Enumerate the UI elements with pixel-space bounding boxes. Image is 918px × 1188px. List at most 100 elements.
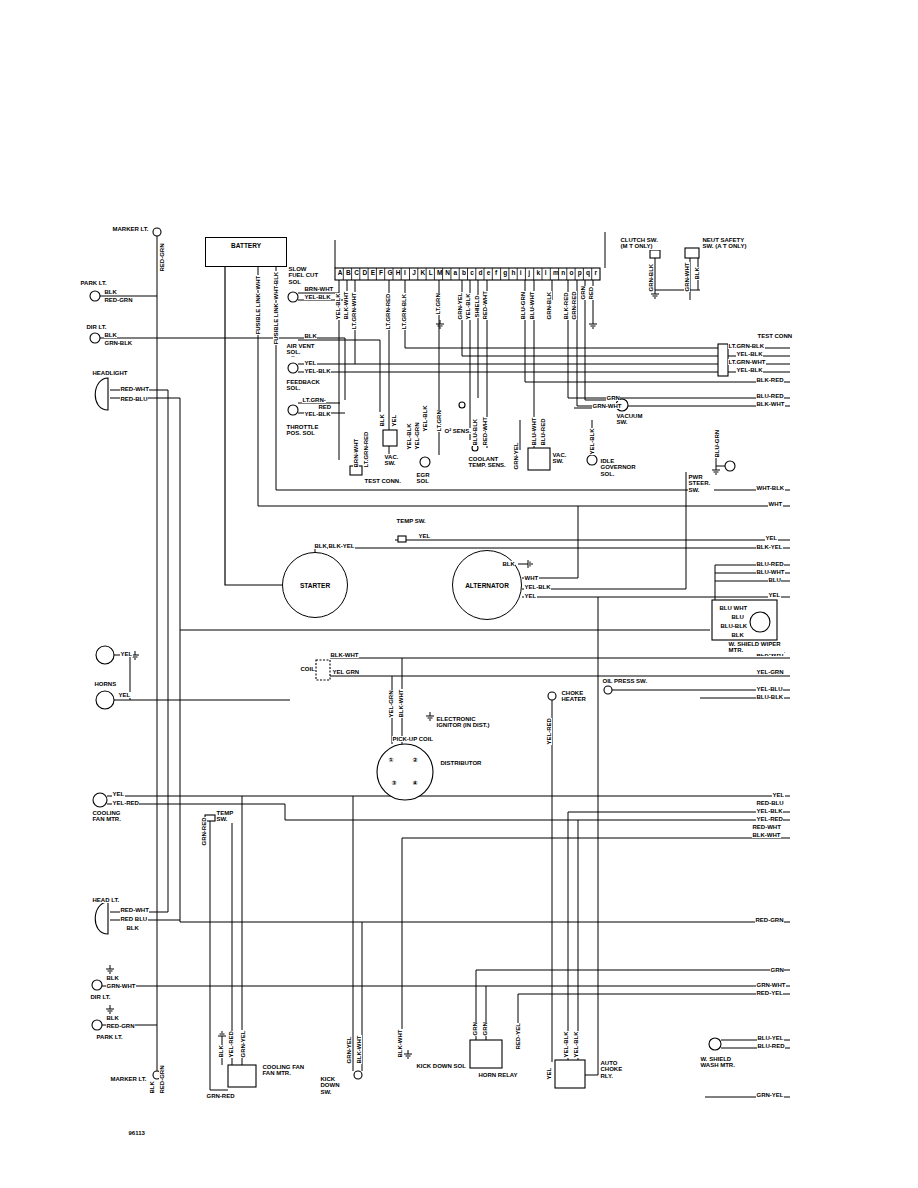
wire-color-label: GRN-WHT — [592, 403, 622, 409]
pin-letter: C — [354, 270, 360, 277]
wire-color-label: PICK-UP COIL — [392, 736, 434, 742]
wire-color-label: RED-WHT — [482, 291, 488, 320]
pin-letter: g — [503, 270, 508, 277]
wire-color-label: BLK — [314, 543, 327, 549]
wire-color-label: BLU-WHT — [529, 291, 535, 320]
wire-color-label: GRN — [482, 1022, 488, 1036]
wire-color-label: RED-GRN — [106, 1023, 135, 1029]
wire-color-label: RED-GRN — [104, 297, 133, 303]
pin-letter: N — [445, 270, 451, 277]
wire-color-label: BLU-BLK — [720, 623, 748, 629]
component-label: KICK DOWN SW. — [320, 1076, 349, 1095]
wire-color-label: YEL GRN — [332, 669, 360, 675]
wire-color-label: BLK — [731, 632, 744, 638]
wire-color-label: BLU — [768, 577, 781, 583]
wire-color-label: RED-GRN — [159, 243, 165, 272]
wire-color-label: YEL-GRN — [414, 422, 420, 450]
component-label: AUTO CHOKE RLY. — [600, 1060, 631, 1079]
pin-letter: H — [395, 270, 401, 277]
wire-color-label: GRN-YEL — [240, 1030, 246, 1058]
wire-color-label: RED-GRN — [755, 917, 784, 923]
component-name: BATTERY — [231, 242, 261, 249]
wire-color-label: RED-YEL — [515, 1023, 521, 1050]
wire-color-label: GRN — [770, 967, 784, 973]
component-label: FEEDBACK SOL. — [286, 379, 322, 392]
pin-letter: A — [337, 270, 343, 277]
wire-color-label: KICK DOWN SOL — [416, 1063, 466, 1069]
wire-color-label: BLK-YEL — [756, 544, 783, 550]
wire-color-label: RED-BLU — [120, 396, 148, 402]
wire-color-label: 96113 — [128, 1130, 145, 1136]
wire-color-label: YEL-BLK — [589, 428, 595, 455]
wire-color-label: COIL — [300, 666, 315, 672]
wire-color-label: BLU-BLK — [472, 418, 478, 446]
component-label: AIR VENT SOL. — [286, 343, 327, 356]
ground-symbols — [106, 290, 720, 1058]
wire-color-label: YEL-BLK — [422, 405, 428, 432]
wire-color-label: BLK — [149, 1081, 155, 1094]
wire-color-label: YEL — [768, 592, 781, 598]
pin-letter: m — [552, 270, 559, 277]
wire-color-label: YEL-BLU — [756, 686, 783, 692]
wire-color-label: TEST CONN. — [364, 478, 401, 484]
wire-color-label: BRN-WHT — [304, 286, 334, 292]
component-label: THROTTLE POS. SOL — [286, 424, 327, 437]
wire-color-label: YEL-BLK — [563, 1031, 569, 1058]
wire-color-label: BLK — [104, 332, 117, 338]
wire-color-label: BLK-WHT — [752, 832, 781, 838]
wire-color-label: YEL-RED — [112, 800, 139, 806]
wire-color-label: GRN — [472, 1022, 478, 1036]
wire-color-label: BLK — [106, 975, 119, 981]
wire-color-label: ③ — [391, 780, 397, 786]
wire-color-label: RED-WHT — [120, 907, 149, 913]
wire-color-label: BLK-WHT — [356, 1035, 362, 1064]
component-label: TEMP SW. — [216, 810, 239, 823]
component-label: VACUUM SW. — [616, 413, 645, 426]
wire-color-label: GRN-RED — [571, 291, 577, 320]
wire-color-label: YEL — [118, 692, 131, 698]
wire-color-label: YEL — [391, 414, 397, 427]
wire-color-label: BLK-RED — [563, 292, 569, 320]
pin-letter: p — [577, 270, 582, 277]
pin-letter: I — [403, 270, 406, 277]
wire-color-label: RED — [588, 286, 594, 300]
pin-letter: b — [461, 270, 466, 277]
wire-color-label: BLK — [104, 289, 117, 295]
wire-color-label: YEL-BLK — [304, 368, 331, 374]
wire-color-label: PARK LT. — [96, 1034, 123, 1040]
component-label: EGR SOL — [416, 472, 431, 485]
wire-color-label: BLK-WHT — [398, 689, 404, 718]
wire-color-label: TEST CONN — [757, 333, 793, 339]
component-label: CLUTCH SW. (M T ONLY) — [620, 237, 663, 250]
wire-color-label: YEL — [418, 533, 431, 539]
pin-letter: e — [486, 270, 491, 277]
wire-color-label: DIR LT. — [90, 994, 111, 1000]
wire-color-label: BLK-WHT — [330, 652, 359, 658]
wire-color-label: BLK — [218, 1045, 224, 1058]
pin-letter: E — [370, 270, 375, 277]
wire-color-label: BLK-WHT — [343, 291, 349, 320]
component-label: COOLANT TEMP. SENS. — [468, 456, 509, 469]
pin-letter: F — [379, 270, 384, 277]
wire-color-label: BLK — [379, 414, 385, 427]
wire-color-label: YEL-RED — [546, 718, 552, 745]
wire-color-label: LT.GRN-BLK — [728, 343, 765, 349]
wire-color-label: BLK-RED — [756, 377, 784, 383]
component-label: VAC. SW. — [384, 454, 401, 467]
wire-color-label: GRN-YEL — [346, 1036, 352, 1064]
wire-harness — [100, 232, 790, 1097]
component-name: ALTERNATOR — [465, 582, 509, 589]
wire-color-label: LT.GRN-RED — [385, 293, 391, 330]
wire-color-label: YEL-BLK — [756, 808, 783, 814]
wire-color-label: MARKER LT. — [110, 1076, 147, 1082]
wire-color-label: YEL-BLK — [736, 351, 763, 357]
wire-color-label: HEAD LT. — [92, 897, 120, 903]
wire-color-label: FUSIBLE LINK — [255, 293, 261, 335]
wire-color-label: WHT — [524, 575, 539, 581]
wire-color-label: RED-WHT — [120, 386, 149, 392]
wire-color-label: GRN-WHT — [684, 262, 690, 292]
component-label: IDLE GOVERNOR SOL. — [600, 458, 641, 477]
wire-color-label: MARKER LT. — [112, 226, 149, 232]
component-label: COOLING FAN MTR. — [92, 810, 133, 823]
wire-color-label: HORN RELAY — [478, 1072, 518, 1078]
